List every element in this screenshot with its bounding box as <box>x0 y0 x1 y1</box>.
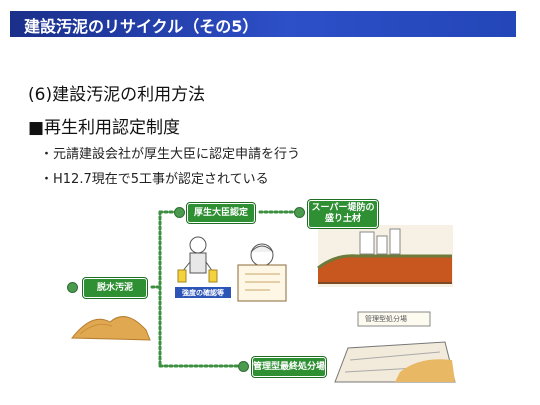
bullet-2: ・H12.7現在で5工事が認定されている <box>40 172 269 187</box>
node-super-levee-fill: スーパー堤防の盛り土材 <box>308 200 378 228</box>
source-dot <box>67 282 78 293</box>
official-figure <box>237 243 287 302</box>
use-dot <box>294 207 305 218</box>
sludge-pile-illustration <box>71 316 151 341</box>
inspector-figure <box>177 236 218 283</box>
super-levee-illustration <box>317 225 453 287</box>
strength-check-caption: 強度の確認等 <box>175 287 231 298</box>
landfill-sign: 管理型処分場 <box>365 315 407 323</box>
landfill-dot <box>238 361 249 372</box>
node-managed-landfill: 管理型最終処分場 <box>252 357 326 377</box>
title-background <box>10 11 516 37</box>
approval-dot <box>174 207 185 218</box>
section-subheading: ■再生利用認定制度 <box>28 118 181 138</box>
node-minister-approval: 厚生大臣認定 <box>187 203 255 223</box>
section-heading: (6)建設汚泥の利用方法 <box>28 85 206 105</box>
node-dewatered-sludge: 脱水汚泥 <box>83 278 147 298</box>
bullet-1: ・元請建設会社が厚生大臣に認定申請を行う <box>40 147 301 162</box>
landfill-illustration <box>334 311 456 383</box>
title-bar: 建設汚泥のリサイクル（その5） <box>0 0 540 46</box>
slide-title: 建設汚泥のリサイクル（その5） <box>24 17 259 36</box>
